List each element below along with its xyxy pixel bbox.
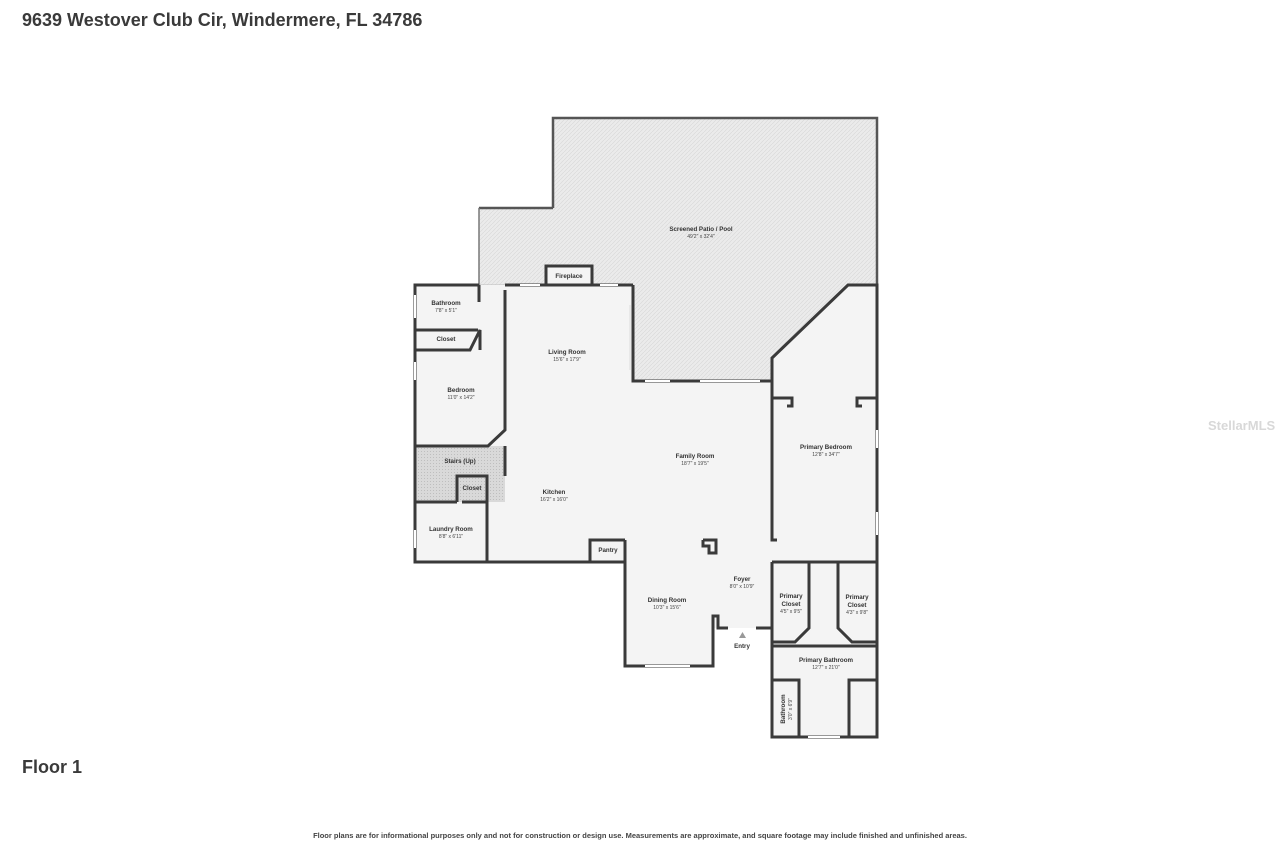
primary-closet-2-label-line1: Primary bbox=[845, 594, 869, 601]
disclaimer-text: Floor plans are for informational purpos… bbox=[313, 831, 967, 840]
watermark-logo: StellarMLS bbox=[1208, 418, 1276, 433]
closet-1-label: Closet bbox=[437, 336, 456, 343]
interior-floor bbox=[415, 285, 877, 737]
fireplace-label: Fireplace bbox=[555, 273, 583, 280]
foyer-dims: 8'0" x 10'9" bbox=[730, 584, 755, 590]
laundry-label: Laundry Room bbox=[429, 526, 473, 533]
foyer-label: Foyer bbox=[734, 576, 751, 583]
bathroom-2-dims: 3'0" x 6'9" bbox=[788, 698, 794, 720]
primary-closet-1-dims: 4'5" x 9'5" bbox=[780, 609, 802, 615]
kitchen-dims: 16'2" x 16'0" bbox=[540, 497, 568, 503]
bathroom-label: Bathroom bbox=[431, 300, 461, 307]
pantry-label: Pantry bbox=[598, 547, 618, 554]
primary-bathroom-dims: 12'7" x 21'0" bbox=[812, 665, 840, 671]
primary-closet-2-label-line2: Closet bbox=[848, 602, 867, 609]
primary-bathroom-label: Primary Bathroom bbox=[799, 657, 853, 664]
stairs-label: Stairs (Up) bbox=[444, 458, 475, 465]
primary-closet-1-label-line2: Closet bbox=[782, 601, 801, 608]
primary-bedroom-label: Primary Bedroom bbox=[800, 444, 852, 451]
living-room-dims: 15'6" x 17'9" bbox=[553, 357, 581, 363]
patio-dims: 49'2" x 32'4" bbox=[687, 234, 715, 240]
stairs-area bbox=[415, 446, 505, 502]
primary-closet-2-dims: 4'3" x 9'8" bbox=[846, 610, 868, 616]
primary-closet-1-label-line1: Primary bbox=[779, 593, 803, 600]
bathroom-2-label: Bathroom bbox=[780, 694, 787, 724]
laundry-dims: 8'8" x 6'11" bbox=[439, 534, 463, 540]
kitchen-label: Kitchen bbox=[543, 489, 566, 496]
family-room-label: Family Room bbox=[676, 453, 715, 460]
family-room-dims: 18'7" x 19'5" bbox=[681, 461, 709, 467]
living-room-label: Living Room bbox=[548, 349, 586, 356]
bathroom-dims: 7'8" x 5'1" bbox=[435, 308, 457, 314]
closet-2-label: Closet bbox=[463, 485, 482, 492]
windows bbox=[414, 284, 878, 738]
entry-label: Entry bbox=[734, 643, 750, 650]
dining-room-dims: 10'3" x 15'6" bbox=[653, 605, 681, 611]
dining-room-label: Dining Room bbox=[648, 597, 687, 604]
bedroom-dims: 11'0" x 14'2" bbox=[447, 395, 474, 401]
property-address: 9639 Westover Club Cir, Windermere, FL 3… bbox=[22, 10, 423, 30]
primary-bedroom-dims: 12'8" x 34'7" bbox=[812, 452, 840, 458]
patio-label: Screened Patio / Pool bbox=[669, 226, 733, 233]
entry-arrow-icon bbox=[739, 632, 746, 638]
floor-label: Floor 1 bbox=[22, 757, 83, 777]
bedroom-label: Bedroom bbox=[447, 387, 475, 394]
